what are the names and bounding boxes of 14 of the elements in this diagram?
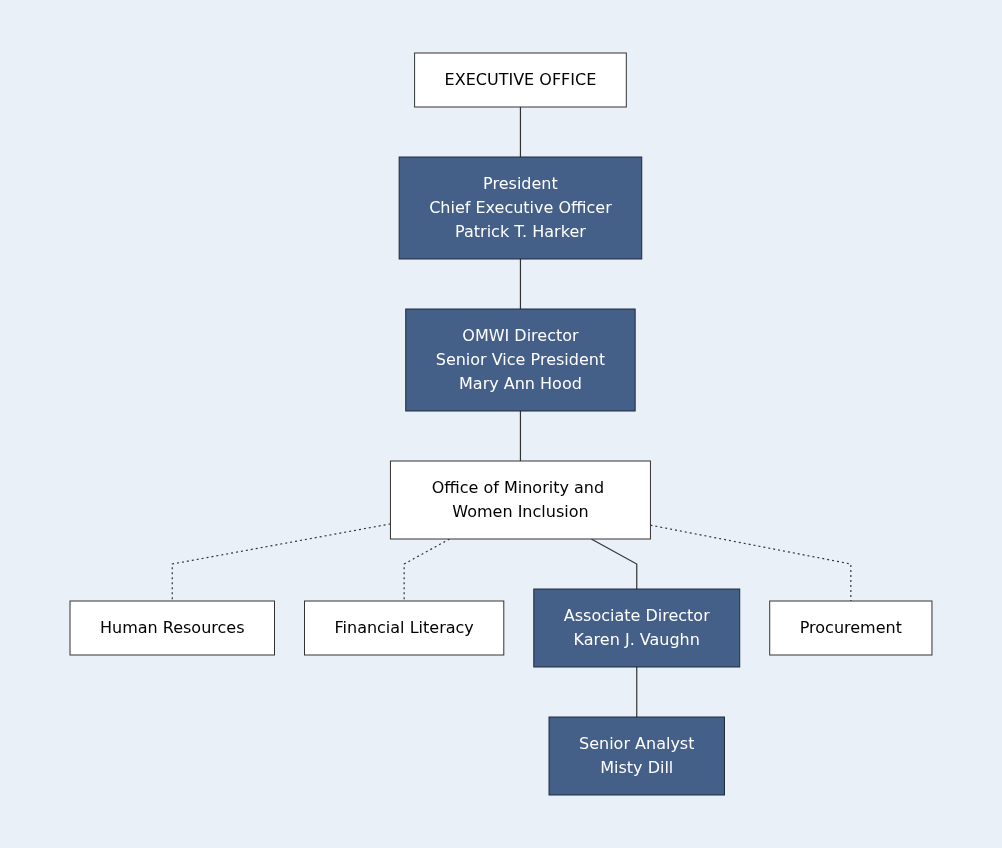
node-box: Procurement (769, 600, 933, 656)
node-box: Office of Minority and Women Inclusion (389, 460, 651, 540)
connector (171, 523, 392, 602)
connector (519, 106, 522, 158)
node-box: Senior Analyst Misty Dill (548, 716, 725, 796)
node-box: Associate Director Karen J. Vaughn (533, 588, 741, 668)
node-box: EXECUTIVE OFFICE (414, 52, 627, 108)
node-box: Human Resources (69, 600, 275, 656)
connector (636, 666, 638, 718)
connector (519, 410, 522, 462)
connector (519, 258, 522, 310)
node-box: Financial Literacy (304, 600, 505, 656)
node-box: President Chief Executive Officer Patrick T. Harker (398, 156, 643, 260)
node-box: OMWI Director Senior Vice President Mary Ann Hood (405, 308, 636, 412)
